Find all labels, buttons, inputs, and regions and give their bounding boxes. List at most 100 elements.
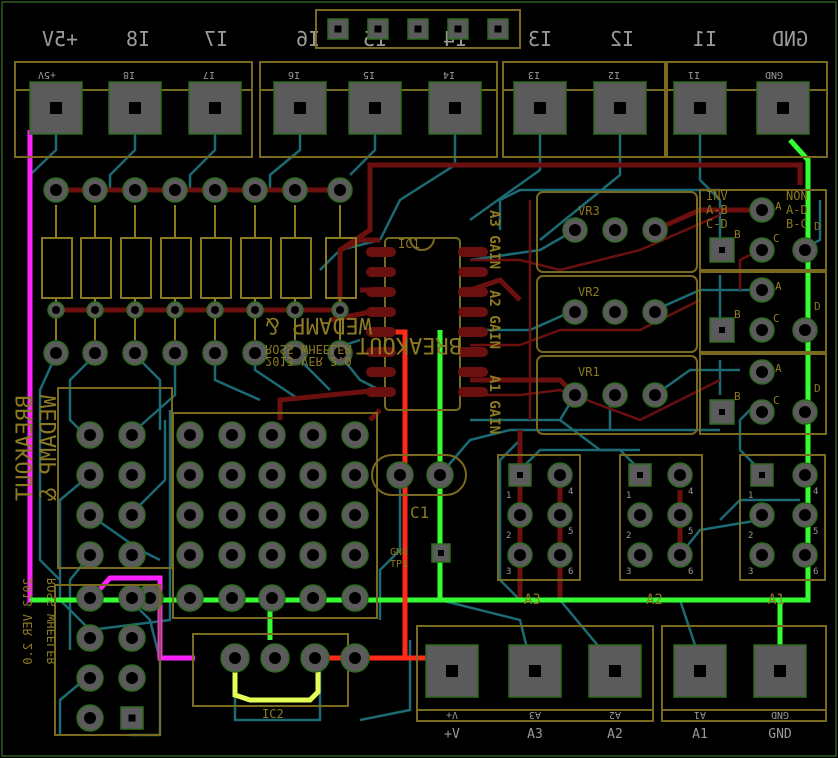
amp-hdr-2-pad-6-hole	[799, 549, 811, 561]
top-silk-label-1: I8	[123, 69, 135, 80]
amp-hdr-0-num-4: 4	[568, 487, 573, 497]
net-yellow	[232, 672, 321, 703]
top-silk-label-0: +5V	[38, 69, 56, 80]
resistor-top-pad-2-hole	[129, 184, 141, 196]
vr1-pad-3-hole	[649, 389, 661, 401]
vr2-pad-2-hole	[609, 306, 621, 318]
top-header	[315, 9, 521, 49]
author-line1: ROSS WHEELER	[265, 342, 352, 356]
c1-pad-2-hole	[434, 469, 446, 481]
jumper-0-label-b: B	[734, 228, 741, 241]
top-silk-label-6: I3	[528, 69, 540, 80]
amp-hdr-0-pad-2-hole	[514, 509, 526, 521]
author-line2: 2013 VER 2.0	[265, 354, 352, 368]
jumper-blocks	[699, 189, 827, 435]
proto-pad-1-1-hole	[226, 469, 238, 481]
amp-hdr-1-num-5: 5	[688, 527, 693, 537]
amp-hdr-1-num-4: 4	[688, 487, 693, 497]
ic1-pin-left-2	[366, 287, 396, 297]
jumper-2-label-b: B	[734, 390, 741, 403]
top-terminal-hole-1	[129, 102, 141, 114]
bottom-label-3: A1	[692, 727, 708, 742]
vr3-label: VR3	[578, 204, 600, 218]
hdr-a2-label: A2	[646, 592, 663, 608]
ic1-pin-left-5	[366, 347, 396, 357]
jumper-0-pad-c-hole	[756, 244, 768, 256]
amp-hdr-1-pad-4-hole	[674, 469, 686, 481]
resistor-bottom-pad-5-hole	[249, 347, 261, 359]
proto-pad-4-4-hole	[349, 592, 361, 604]
inv-ab-label: A-B	[706, 203, 728, 217]
hdr-a1-label: A1	[768, 592, 785, 608]
jumper-1-pad-a-hole	[756, 284, 768, 296]
amp-hdr-1-num-2: 2	[626, 531, 631, 541]
amp-hdr-2-num-1: 1	[748, 491, 753, 501]
jumper-2-pad-b	[709, 399, 735, 425]
amp-hdr-2-pad-3-hole	[756, 549, 768, 561]
proto-pad-2-4-hole	[349, 509, 361, 521]
proto-pad-0-4-hole	[349, 429, 361, 441]
top-header-pad-2-hole	[414, 25, 422, 33]
jumper-2-pad-b-hole	[719, 409, 725, 415]
hdr-a3-label: A3	[524, 592, 541, 608]
top-silk-label-7: I2	[608, 69, 620, 80]
ic1-pin-left-7	[366, 387, 396, 397]
ic1	[384, 237, 461, 411]
proto-pad-1-0-hole	[184, 469, 196, 481]
top-label-2: I7	[204, 27, 228, 51]
amp-hdr-0-num-6: 6	[568, 567, 573, 577]
jumper-2-pad-a-hole	[756, 366, 768, 378]
amp-hdr-2-num-4: 4	[813, 487, 818, 497]
ic1-pin-left-0	[366, 247, 396, 257]
top-terminal-hole-6	[534, 102, 546, 114]
bottom-silk-4: GND	[771, 709, 789, 720]
bottom-silk-2: A2	[609, 709, 621, 720]
proto-pad-2-0-hole	[184, 509, 196, 521]
top-silk-label-2: I7	[203, 69, 215, 80]
ic1-pin-right-7	[458, 387, 488, 397]
non-bc-label: B-C	[786, 217, 808, 231]
ic1-pin-right-3	[458, 307, 488, 317]
amp-hdr-0-pad-6-hole	[554, 549, 566, 561]
left-title-line1: BREAKOUT	[13, 395, 38, 501]
proto-pad-3-1-hole	[226, 549, 238, 561]
c1-pads	[386, 461, 454, 489]
amp-hdr-2-num-5: 5	[813, 527, 818, 537]
bl-header-pad-b3-hole	[128, 714, 136, 722]
inv-label: INV	[706, 189, 728, 203]
bottom-silk-1: A3	[529, 709, 541, 720]
vr3-pad-2-hole	[609, 224, 621, 236]
ic1-label: IC1	[398, 237, 420, 251]
jumper-1-label-a: A	[775, 280, 782, 293]
resistor-bottom-pad-2-hole	[129, 347, 141, 359]
vr2-pad-3-hole	[649, 306, 661, 318]
vr-pads	[562, 217, 668, 408]
resistor-body-2	[120, 237, 152, 299]
resistor-body-1	[80, 237, 112, 299]
bl-header-pad-b0-hole	[126, 592, 138, 604]
top-label-1: I8	[126, 27, 150, 51]
bl-header-pad-a2-hole	[84, 672, 96, 684]
proto-pad-3-0-hole	[184, 549, 196, 561]
top-header-pad-0-hole	[334, 25, 342, 33]
top-silk-label-8: I1	[688, 69, 700, 80]
resistor-bottom-pad-3-hole	[169, 347, 181, 359]
resistor-top-pad-1-hole	[89, 184, 101, 196]
resistor-body-3	[160, 237, 192, 299]
left-title-line2: WEDAMP &	[37, 395, 62, 502]
amp-hdr-1-num-3: 3	[626, 567, 631, 577]
ic2-pad-3-hole	[349, 652, 361, 664]
left-header-pad-a0-hole	[84, 429, 96, 441]
bottom-label-0: +V	[444, 727, 460, 742]
jumper-0-pad-b-hole	[719, 247, 725, 253]
amp-hdr-0-num-5: 5	[568, 527, 573, 537]
resistor-top-pad-0-hole	[50, 184, 62, 196]
vr2-label: VR2	[578, 285, 600, 299]
trim-pots	[536, 191, 698, 435]
amp-hdr-0-pad-3-hole	[514, 549, 526, 561]
jumper-0-label-c: C	[773, 232, 780, 245]
resistor-mid-pad-7-hole	[336, 306, 344, 314]
proto-pad-1-2-hole	[266, 469, 278, 481]
